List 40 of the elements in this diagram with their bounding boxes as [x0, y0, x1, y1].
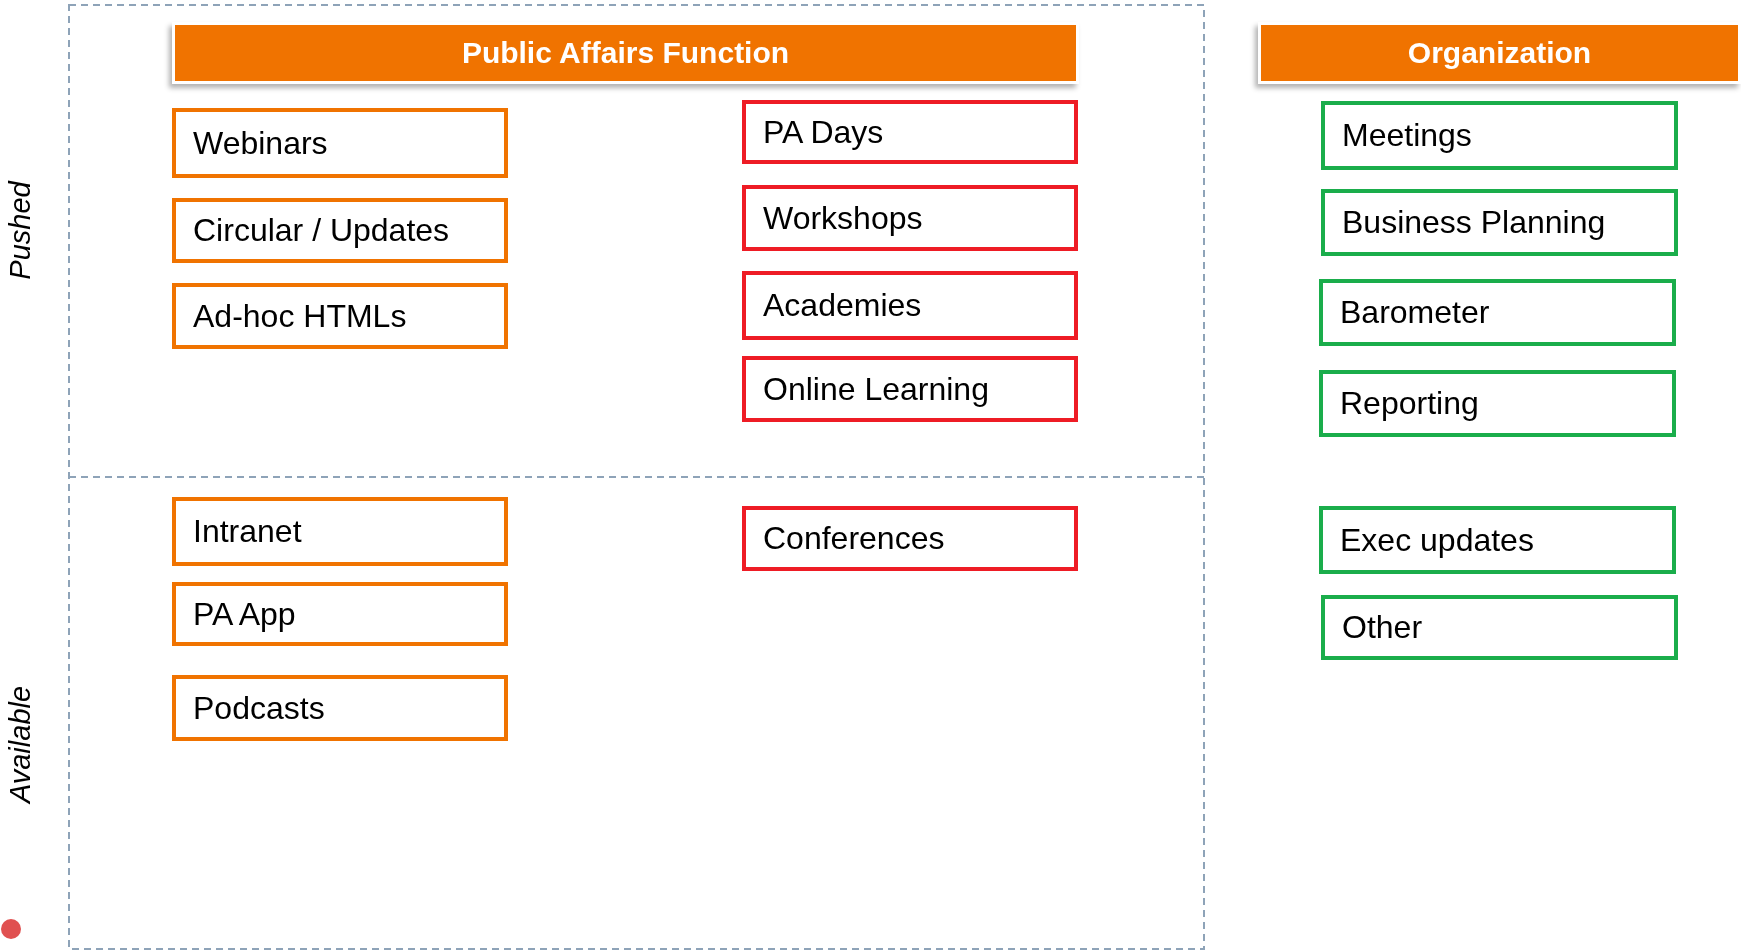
item-box — [172, 198, 508, 263]
item-box — [1319, 279, 1676, 346]
item-box — [742, 356, 1078, 422]
item-box — [742, 100, 1078, 164]
item-label: Conferences — [763, 520, 945, 557]
item-label: Workshops — [763, 199, 923, 237]
header-bar — [1258, 22, 1741, 84]
header-bar — [172, 22, 1079, 84]
item-box — [742, 185, 1078, 251]
item-box — [172, 108, 508, 178]
item-box — [742, 506, 1078, 571]
item-label: Intranet — [193, 513, 302, 550]
item-label: Ad-hoc HTMLs — [193, 297, 407, 335]
item-label: PA Days — [763, 113, 884, 151]
item-box — [172, 582, 508, 646]
item-box — [1321, 595, 1678, 660]
item-label: Webinars — [193, 124, 328, 162]
item-box — [1321, 101, 1678, 170]
item-box — [742, 271, 1078, 340]
item-box — [1319, 506, 1676, 574]
item-box — [172, 283, 508, 349]
item-label: Exec updates — [1340, 521, 1534, 559]
item-box — [172, 497, 508, 566]
item-label: Reporting — [1340, 385, 1479, 422]
row-label: Pushed — [3, 180, 37, 280]
item-label: Other — [1342, 609, 1423, 646]
item-label: Barometer — [1340, 294, 1490, 331]
item-box — [1319, 370, 1676, 437]
item-label: Podcasts — [193, 689, 325, 727]
item-label: Online Learning — [763, 370, 989, 408]
item-label: Public Affairs Function — [461, 36, 790, 70]
item-box — [172, 675, 508, 741]
item-label: Circular / Updates — [193, 212, 450, 249]
item-label: Business Planning — [1342, 204, 1606, 241]
item-label: Meetings — [1342, 117, 1472, 154]
item-box — [1321, 189, 1678, 256]
item-label: Organization — [1407, 36, 1592, 70]
row-label: Available — [3, 685, 37, 803]
item-label: Academies — [763, 287, 922, 324]
item-label: PA App — [193, 595, 296, 633]
